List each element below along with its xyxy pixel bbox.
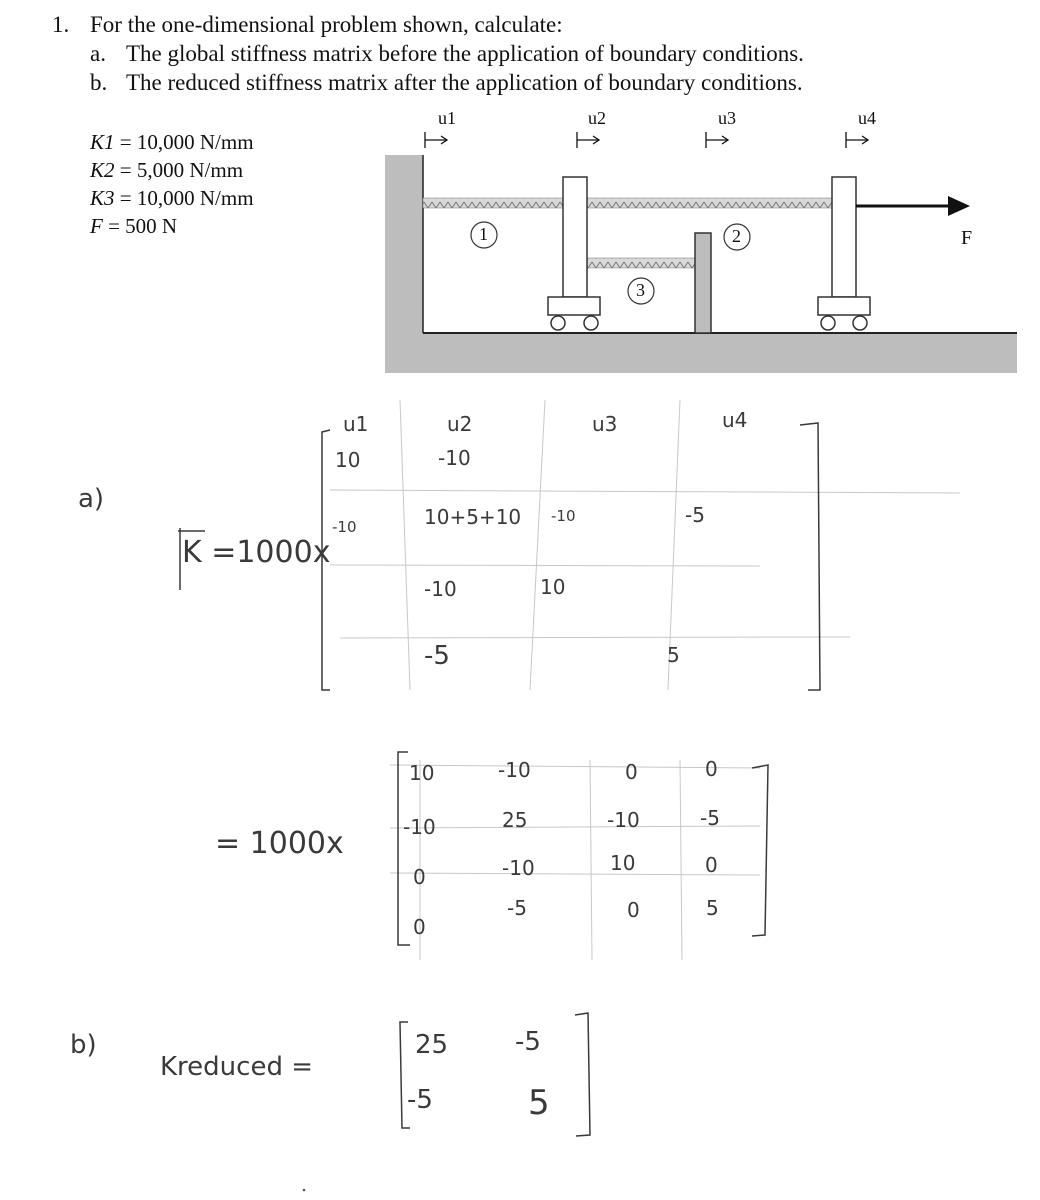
assembly-cell: 10+5+10 bbox=[424, 505, 522, 529]
stiffness-lhs: K =1000x bbox=[182, 535, 331, 570]
fixed-wall bbox=[385, 155, 423, 335]
part-a-label: a. bbox=[90, 41, 106, 66]
matrix-cell: 5 bbox=[706, 896, 719, 920]
matrix-cell: 25 bbox=[502, 808, 528, 832]
node-2-base bbox=[547, 296, 601, 316]
matrix-cell: -10 bbox=[403, 815, 436, 839]
assembly-cell: -5 bbox=[424, 641, 450, 671]
element-2-label: 2 bbox=[732, 226, 741, 246]
col-header-u1: u1 bbox=[343, 412, 369, 436]
node-4-base bbox=[817, 296, 871, 316]
matrix-cell: 0 bbox=[705, 757, 718, 781]
element-3-circle bbox=[627, 277, 655, 305]
matrix-cell: 0 bbox=[627, 898, 640, 922]
matrix-cell: 0 bbox=[705, 853, 718, 877]
part-b-label: b. bbox=[90, 70, 108, 95]
dof-label-u4: u4 bbox=[858, 108, 876, 128]
param-k2: K2 = 5,000 N/mm bbox=[90, 158, 244, 182]
col-header-u4: u4 bbox=[722, 408, 748, 432]
reduced-matrix-cell: 25 bbox=[415, 1030, 449, 1060]
part-a-solution-label: a) bbox=[78, 484, 105, 514]
node-4-wheel bbox=[852, 315, 868, 331]
reduced-matrix-cell: -5 bbox=[407, 1085, 433, 1115]
node-3-post bbox=[694, 232, 712, 334]
part-b-text: The reduced stiffness matrix after the a… bbox=[126, 70, 803, 95]
element-2-circle bbox=[723, 223, 751, 251]
reduced-matrix-cell: 5 bbox=[528, 1083, 550, 1123]
spring-2 bbox=[586, 197, 833, 209]
matrix-cell: 0 bbox=[625, 760, 638, 784]
node-4-wheel bbox=[820, 315, 836, 331]
part-b-solution-label: b) bbox=[70, 1030, 97, 1060]
element-3-label: 3 bbox=[636, 280, 645, 300]
assembly-cell: -5 bbox=[685, 503, 705, 527]
matrix-cell: -10 bbox=[498, 758, 531, 782]
assembly-cell: -10 bbox=[424, 577, 457, 601]
ground bbox=[385, 333, 1017, 373]
dof-label-u1: u1 bbox=[438, 108, 456, 128]
matrix-cell: -5 bbox=[700, 806, 720, 830]
force-label: F bbox=[961, 227, 973, 249]
reduced-matrix-cell: -5 bbox=[515, 1027, 541, 1057]
node-4-post bbox=[831, 176, 857, 298]
element-1-label: 1 bbox=[479, 224, 488, 244]
spring-1 bbox=[422, 197, 564, 209]
col-header-u3: u3 bbox=[592, 412, 618, 436]
param-k1: K1 = 10,000 N/mm bbox=[90, 130, 254, 154]
element-1-circle bbox=[470, 221, 498, 249]
matrix-cell: 0 bbox=[413, 915, 426, 939]
spring-system-figure bbox=[385, 132, 1017, 373]
matrix-cell: -10 bbox=[502, 856, 535, 880]
dof-label-u3: u3 bbox=[718, 108, 736, 128]
assembly-cell: 10 bbox=[335, 448, 361, 472]
col-header-u2: u2 bbox=[447, 412, 473, 436]
node-2-wheel bbox=[583, 315, 599, 331]
assembly-cell: -10 bbox=[551, 507, 576, 525]
part-a-text: The global stiffness matrix before the a… bbox=[126, 41, 804, 66]
dof-label-u2: u2 bbox=[588, 108, 606, 128]
global-matrix-prefix: = 1000x bbox=[215, 826, 344, 861]
matrix-cell: 0 bbox=[413, 865, 426, 889]
node-2-post bbox=[562, 176, 588, 298]
assembly-cell: 10 bbox=[540, 575, 566, 599]
param-f: F = 500 N bbox=[90, 214, 178, 238]
node-2-wheel bbox=[550, 315, 566, 331]
assembly-cell: 5 bbox=[667, 643, 680, 667]
matrix-cell: 10 bbox=[610, 851, 636, 875]
reduced-matrix-lhs: Kreduced = bbox=[160, 1052, 313, 1082]
question-number: 1. bbox=[52, 12, 70, 37]
matrix-cell: -5 bbox=[507, 896, 527, 920]
question-prompt: For the one-dimensional problem shown, c… bbox=[90, 12, 563, 37]
assembly-cell: -10 bbox=[438, 446, 471, 470]
param-k3: K3 = 10,000 N/mm bbox=[90, 186, 254, 210]
assembly-cell: -10 bbox=[332, 518, 357, 536]
spring-3 bbox=[586, 257, 696, 269]
matrix-cell: 10 bbox=[409, 761, 435, 785]
matrix-cell: -10 bbox=[607, 808, 640, 832]
